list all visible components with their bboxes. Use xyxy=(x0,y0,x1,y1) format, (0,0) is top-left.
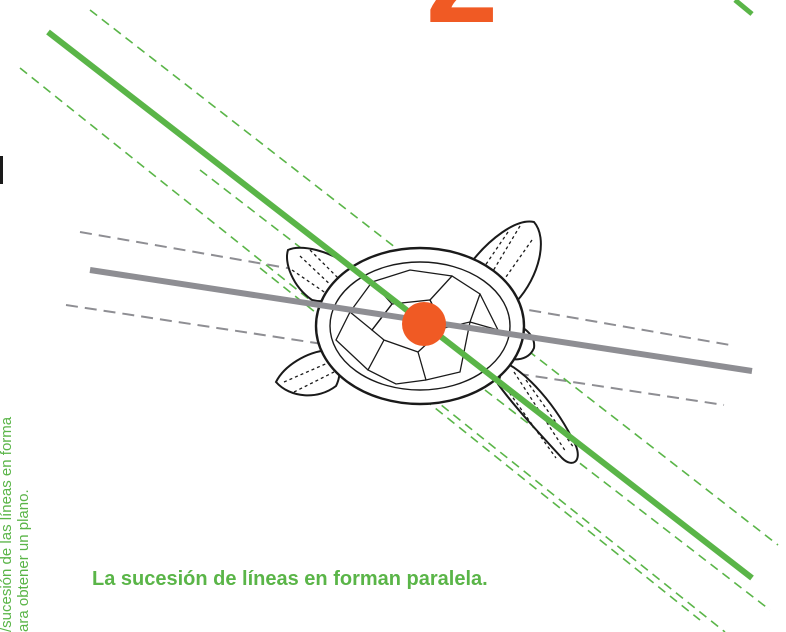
page-number-2: 2 xyxy=(426,0,498,50)
green-dashed-line-3 xyxy=(199,169,771,611)
caption-text: La sucesión de líneas en forman paralela… xyxy=(92,568,488,590)
side-text-line-2: ara obtener un plano. xyxy=(15,489,32,632)
side-text: /sucesión de las líneas en forma ara obt… xyxy=(0,326,32,632)
green-line-fragment xyxy=(733,0,754,16)
green-solid-line xyxy=(46,29,754,581)
edge-mark xyxy=(0,156,3,184)
side-text-line-1: /sucesión de las líneas en forma xyxy=(0,416,15,632)
intersection-point xyxy=(402,302,446,346)
